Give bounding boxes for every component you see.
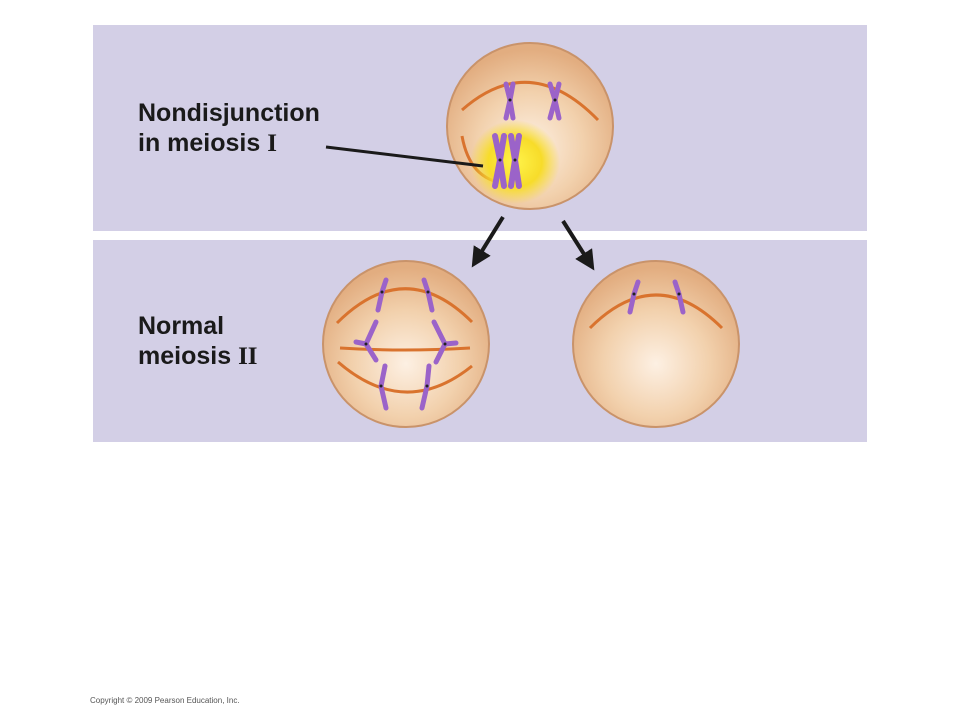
cell-meiosis-1 <box>446 42 614 210</box>
label-normal-meiosis-2: Normal meiosis II <box>138 311 258 372</box>
label-pointer-line <box>325 145 484 168</box>
roman-numeral: II <box>238 343 258 370</box>
arrow-to-left-cell <box>471 215 505 268</box>
label-line: Nondisjunction <box>138 99 320 127</box>
label-line: meiosis <box>138 342 239 370</box>
roman-numeral: I <box>267 130 277 157</box>
label-line: Normal <box>138 312 225 340</box>
cell-meiosis-2-left <box>322 260 490 428</box>
cell-meiosis-2-right <box>572 260 740 428</box>
copyright-text: Copyright © 2009 Pearson Education, Inc. <box>90 696 240 705</box>
label-nondisjunction-meiosis-1: Nondisjunction in meiosis I <box>138 98 320 159</box>
label-line: in meiosis <box>138 129 268 157</box>
arrow-to-right-cell <box>561 219 595 271</box>
chromosome <box>442 340 459 347</box>
spindle-fiber-top <box>461 80 600 122</box>
chromosome <box>353 339 369 347</box>
